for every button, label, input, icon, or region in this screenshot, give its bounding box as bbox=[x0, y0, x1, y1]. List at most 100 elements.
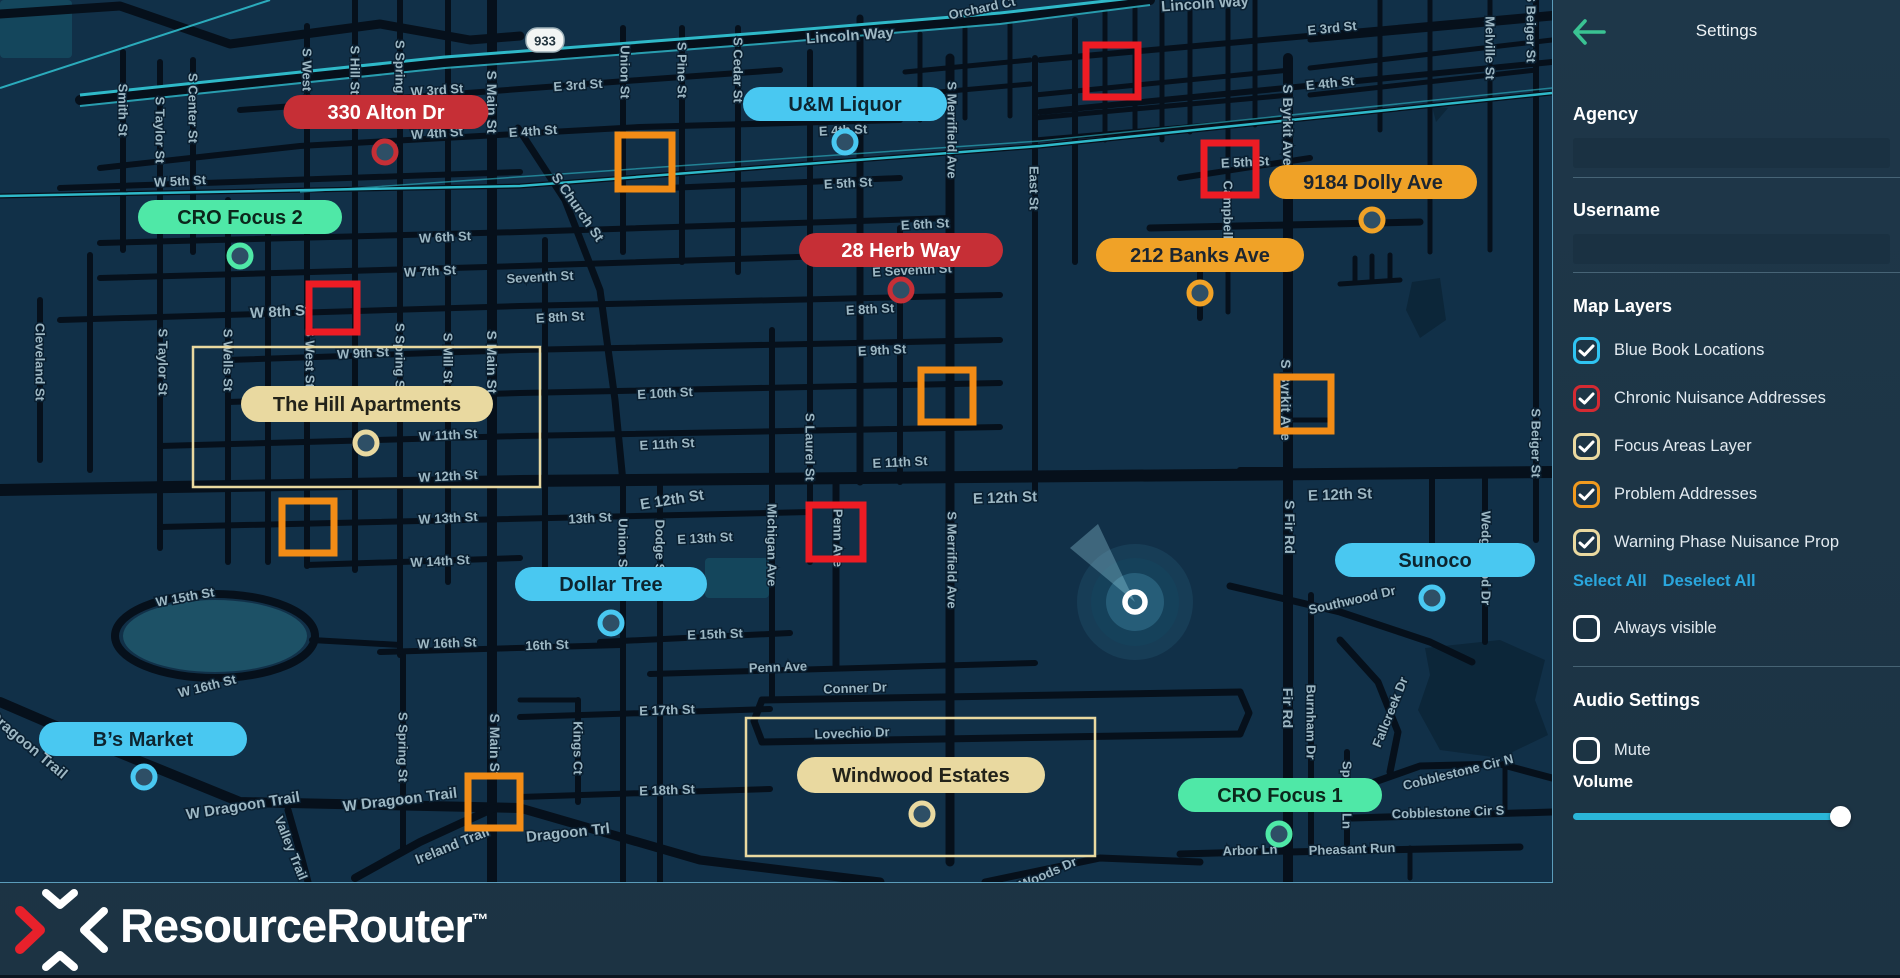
map-marker[interactable] bbox=[130, 763, 158, 791]
road bbox=[0, 1, 525, 49]
layer-checkbox[interactable] bbox=[1573, 336, 1600, 364]
orange-alert-square[interactable] bbox=[917, 366, 977, 426]
layer-checkbox[interactable] bbox=[1573, 432, 1600, 460]
map-marker[interactable] bbox=[371, 138, 399, 166]
street-label: Burnham Dr bbox=[1304, 684, 1319, 759]
map-marker[interactable] bbox=[831, 128, 859, 156]
location-pill[interactable] bbox=[515, 567, 707, 601]
street-label: S Taylor St bbox=[156, 329, 171, 397]
location-pill-label[interactable]: Sunoco bbox=[1398, 550, 1471, 572]
street-label: E 12th St bbox=[973, 488, 1038, 507]
always-visible-checkbox[interactable] bbox=[1573, 614, 1600, 642]
road bbox=[758, 730, 1244, 746]
deselect-all-link[interactable]: Deselect All bbox=[1662, 572, 1756, 590]
street-label: S Fir Rd bbox=[1282, 500, 1298, 554]
street-label: S Mill St bbox=[441, 333, 456, 384]
location-pill-label[interactable]: 212 Banks Ave bbox=[1130, 245, 1270, 267]
radar-center-dot[interactable] bbox=[1122, 589, 1148, 615]
location-pill[interactable] bbox=[138, 200, 342, 234]
street-label: 16th St bbox=[525, 637, 570, 654]
street-label: E 5th St bbox=[1220, 153, 1270, 171]
street-label: S Main St bbox=[487, 713, 503, 776]
location-pill[interactable] bbox=[1335, 543, 1535, 577]
map-marker[interactable] bbox=[226, 242, 254, 270]
layer-label: Focus Areas Layer bbox=[1614, 436, 1752, 455]
chevron-left-icon bbox=[80, 907, 108, 953]
road bbox=[75, 0, 1155, 105]
agency-label: Agency bbox=[1573, 104, 1639, 124]
map-marker[interactable] bbox=[1265, 820, 1293, 848]
map-marker[interactable] bbox=[908, 800, 936, 828]
mute-checkbox[interactable] bbox=[1573, 736, 1600, 764]
street-label: S Wells St bbox=[221, 329, 236, 392]
volume-thumb[interactable] bbox=[1829, 806, 1851, 827]
street-label: Union St bbox=[616, 518, 631, 572]
select-all-link[interactable]: Select All bbox=[1573, 572, 1647, 590]
footer-bar: ResourceRouter™ bbox=[0, 882, 1900, 978]
location-pill-label[interactable]: Windwood Estates bbox=[832, 765, 1010, 787]
map-marker[interactable] bbox=[352, 429, 380, 457]
map-marker[interactable] bbox=[1186, 279, 1214, 307]
red-alert-square[interactable] bbox=[805, 501, 867, 563]
location-pill-label[interactable]: B’s Market bbox=[93, 729, 194, 751]
layer-label: Problem Addresses bbox=[1614, 484, 1758, 503]
radar-sweep-cone bbox=[1070, 524, 1135, 602]
layer-checkbox[interactable] bbox=[1573, 480, 1600, 508]
map-marker[interactable] bbox=[887, 276, 915, 304]
location-pill-label[interactable]: CRO Focus 1 bbox=[1217, 785, 1343, 807]
location-pill-label[interactable]: U&M Liquor bbox=[788, 94, 902, 116]
red-alert-square[interactable] bbox=[1082, 41, 1142, 101]
focus-area-rect[interactable] bbox=[744, 716, 1097, 858]
volume-track[interactable] bbox=[1573, 813, 1848, 820]
street-label: S Spring St bbox=[393, 323, 408, 394]
orange-alert-square[interactable] bbox=[278, 497, 338, 557]
street-label: E 4th St bbox=[508, 122, 558, 140]
location-pill-label[interactable]: 28 Herb Way bbox=[841, 240, 961, 262]
location-pill-label[interactable]: The Hill Apartments bbox=[273, 394, 461, 416]
orange-alert-square[interactable] bbox=[614, 131, 676, 193]
location-pill[interactable] bbox=[797, 757, 1045, 793]
radar-inner bbox=[1106, 573, 1164, 631]
location-pill-label[interactable]: 330 Alton Dr bbox=[327, 102, 444, 124]
red-alert-square[interactable] bbox=[305, 280, 361, 336]
location-pill[interactable] bbox=[241, 386, 493, 422]
radar-ring bbox=[1091, 558, 1179, 646]
divider bbox=[1573, 177, 1900, 178]
location-pill[interactable] bbox=[743, 87, 947, 121]
focus-area-rect[interactable] bbox=[191, 345, 542, 489]
orange-alert-square[interactable] bbox=[1273, 373, 1335, 435]
street-label: Fir Rd bbox=[1280, 688, 1296, 728]
back-arrow-icon[interactable] bbox=[1571, 18, 1607, 46]
location-pill[interactable] bbox=[283, 95, 489, 129]
username-value[interactable] bbox=[1573, 234, 1890, 264]
highway-shield-label: 933 bbox=[534, 34, 556, 49]
location-pill[interactable] bbox=[799, 233, 1003, 267]
location-pill[interactable] bbox=[1096, 238, 1304, 272]
road bbox=[1348, 808, 1552, 822]
location-pill[interactable] bbox=[1178, 778, 1382, 812]
agency-value[interactable] bbox=[1573, 138, 1890, 168]
map-marker[interactable] bbox=[597, 609, 625, 637]
road bbox=[902, 57, 1033, 75]
red-alert-square[interactable] bbox=[1200, 139, 1260, 199]
always-visible-label: Always visible bbox=[1614, 618, 1717, 637]
layer-checkbox[interactable] bbox=[1573, 384, 1600, 412]
map-marker[interactable] bbox=[1358, 206, 1386, 234]
location-pill-label[interactable]: 9184 Dolly Ave bbox=[1303, 172, 1443, 194]
road bbox=[515, 803, 885, 882]
location-pill[interactable] bbox=[1269, 165, 1477, 199]
street-label: Kings Ct bbox=[571, 721, 586, 775]
location-pill[interactable] bbox=[39, 722, 247, 756]
map-marker[interactable] bbox=[1418, 584, 1446, 612]
layer-checkbox[interactable] bbox=[1573, 528, 1600, 556]
street-label: S Laurel St bbox=[803, 413, 818, 482]
location-pill-label[interactable]: Dollar Tree bbox=[559, 574, 662, 596]
orange-alert-square[interactable] bbox=[464, 772, 524, 832]
road bbox=[1236, 688, 1253, 738]
road bbox=[309, 637, 403, 648]
volume-slider[interactable] bbox=[1573, 806, 1851, 827]
location-pill-label[interactable]: CRO Focus 2 bbox=[177, 207, 303, 229]
park-pond-area bbox=[1432, 106, 1448, 122]
